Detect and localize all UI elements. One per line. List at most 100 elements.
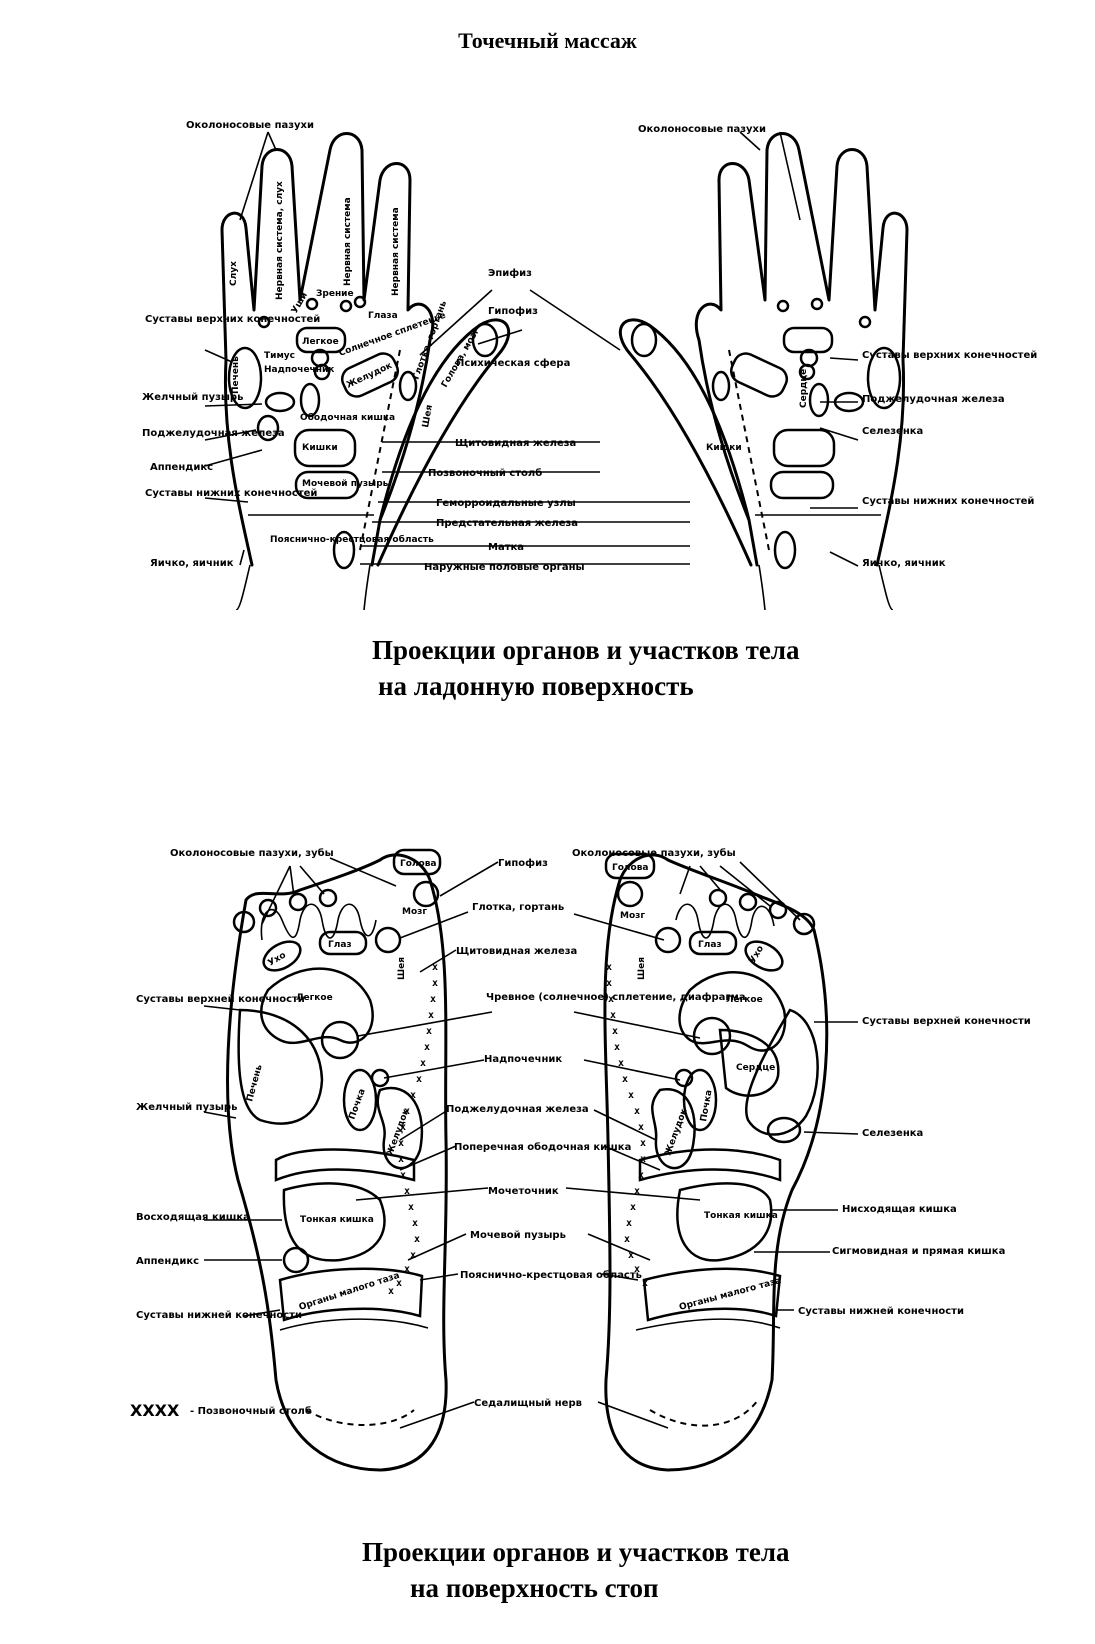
feet-right-lung-label: Легкое bbox=[726, 995, 763, 1005]
left-foot-toe-2 bbox=[258, 898, 278, 918]
feet-throat-label: Глотка, гортань bbox=[472, 902, 564, 913]
left-hand-outline bbox=[220, 132, 435, 567]
feet-diagram: xx xx xx xx xx xx xx xx xx xx xx bbox=[130, 847, 1031, 1472]
hands-diagram: Околоносовые пазухи Околоносовые пазухи … bbox=[142, 120, 1037, 610]
svg-text:x: x bbox=[630, 1202, 636, 1213]
left-foot-eye bbox=[318, 930, 368, 956]
feet-left-joints-upper-label: Суставы верхней конечности bbox=[136, 994, 305, 1005]
feet-right-small-intestine-label: Тонкая кишка bbox=[704, 1211, 778, 1221]
feet-left-ear-label: Ухо bbox=[267, 950, 288, 968]
svg-text:x: x bbox=[398, 1138, 404, 1149]
left-foot-toe-1 bbox=[232, 910, 256, 934]
feet-right-stomach-label: Желудок bbox=[663, 1107, 689, 1157]
left-intestine-organ bbox=[293, 428, 357, 468]
svg-text:x: x bbox=[410, 1250, 416, 1261]
feet-left-small-intestine-label: Тонкая кишка bbox=[300, 1215, 374, 1225]
left-foot-liver bbox=[237, 1008, 324, 1125]
feet-left-eye-label: Глаз bbox=[328, 940, 352, 950]
right-foot-head bbox=[604, 852, 656, 880]
left-gallbladder-organ bbox=[264, 391, 296, 413]
feet-left-gallbladder-label: Желчный пузырь bbox=[136, 1102, 237, 1113]
svg-text:x: x bbox=[626, 1218, 632, 1229]
feet-legend-marks: XXXX bbox=[130, 1401, 180, 1420]
feet-transverse-label: Поперечная ободочная кишка bbox=[454, 1141, 631, 1153]
page-title: Точечный массаж bbox=[458, 28, 637, 53]
hands-nervous-hearing-label: Нервная система, слух bbox=[275, 181, 285, 300]
feet-left-pelvis-label: Органы малого таза bbox=[298, 1271, 401, 1313]
svg-text:x: x bbox=[628, 1250, 634, 1261]
feet-left-lung-label: Легкое bbox=[296, 993, 333, 1003]
left-pancreas-organ bbox=[256, 414, 280, 442]
hands-spine-label: Позвоночный столб bbox=[428, 467, 542, 479]
svg-text:x: x bbox=[638, 1170, 644, 1181]
feet-right-heart-label: Сердце bbox=[736, 1063, 775, 1073]
feet-right-joints-upper-label: Суставы верхней конечности bbox=[862, 1016, 1031, 1027]
feet-caption-line2: на поверхность стоп bbox=[410, 1573, 659, 1603]
left-foot-appendix bbox=[282, 1246, 310, 1274]
hands-neck-label: Шея bbox=[421, 404, 435, 429]
left-thumb bbox=[376, 318, 511, 567]
svg-text:x: x bbox=[634, 1264, 640, 1275]
hands-sacral-label: Пояснично-крестцовая область bbox=[270, 534, 434, 545]
svg-text:x: x bbox=[622, 1074, 628, 1085]
hands-left-sinuses-label: Околоносовые пазухи bbox=[186, 120, 314, 131]
left-foot-ear bbox=[262, 940, 302, 972]
hands-right-ovaries-label: Яичко, яичник bbox=[862, 558, 946, 569]
hands-heart-label: Сердце bbox=[799, 369, 809, 408]
feet-left-joints-lower-label: Суставы нижней конечности bbox=[136, 1310, 302, 1321]
right-foot-colon bbox=[638, 1148, 782, 1182]
hands-adrenal-label: Надпочечник bbox=[264, 365, 334, 375]
svg-text:x: x bbox=[608, 994, 614, 1005]
feet-adrenal-label: Надпочечник bbox=[484, 1054, 562, 1065]
left-foot-brain bbox=[412, 880, 440, 908]
feet-left-sinuses-label: Околоносовые пазухи, зубы bbox=[170, 847, 334, 859]
left-foot-hypophysis bbox=[374, 926, 402, 954]
left-hand bbox=[220, 132, 511, 610]
svg-text:x: x bbox=[638, 1122, 644, 1133]
hands-leader-lines bbox=[204, 131, 859, 567]
svg-text:x: x bbox=[416, 1074, 422, 1085]
svg-text:x: x bbox=[432, 962, 438, 973]
feet-left-appendix-label: Аппендикс bbox=[136, 1256, 199, 1267]
hands-hypophysis-label: Гипофиз bbox=[488, 305, 538, 317]
feet-pancreas-label: Поджелудочная железа bbox=[446, 1104, 589, 1115]
feet-right-sigmoid-label: Сигмовидная и прямая кишка bbox=[832, 1246, 1005, 1257]
hands-right-sinuses-label: Околоносовые пазухи bbox=[638, 124, 766, 135]
feet-left-kidney-label: Почка bbox=[347, 1087, 367, 1121]
hands-thymus-label: Тимус bbox=[264, 351, 295, 361]
right-foot-hypophysis bbox=[654, 926, 682, 954]
left-foot-colon bbox=[274, 1148, 416, 1182]
right-foot-stomach bbox=[650, 1088, 696, 1170]
hands-colon-label: Ободочная кишка bbox=[300, 412, 395, 423]
hands-left-gallbladder-label: Желчный пузырь bbox=[142, 392, 243, 403]
right-foot-small-intestine bbox=[676, 1182, 773, 1262]
hands-nervous-label: Нервная система bbox=[343, 197, 353, 286]
svg-text:x: x bbox=[610, 1010, 616, 1021]
hands-bladder-label: Мочевой пузырь bbox=[302, 479, 389, 489]
right-foot-kidney bbox=[682, 1068, 718, 1132]
svg-text:x: x bbox=[634, 1106, 640, 1117]
hands-prostate-label: Предстательная железа bbox=[436, 518, 578, 529]
hands-uterus-label: Матка bbox=[488, 542, 524, 553]
feet-left-liver-label: Печень bbox=[245, 1063, 265, 1102]
svg-text:x: x bbox=[420, 1058, 426, 1069]
svg-text:x: x bbox=[404, 1106, 410, 1117]
hands-left-ovaries-label: Яичко, яичник bbox=[150, 558, 234, 569]
hands-left-joints-lower-label: Суставы нижних конечностей bbox=[145, 488, 317, 499]
svg-text:x: x bbox=[414, 1234, 420, 1245]
feet-right-head-label: Голова bbox=[612, 863, 648, 873]
feet-sacral-label: Пояснично-крестцовая область bbox=[460, 1269, 642, 1281]
svg-text:x: x bbox=[606, 962, 612, 973]
hands-right-pancreas-label: Поджелудочная железа bbox=[862, 394, 1005, 405]
svg-text:x: x bbox=[410, 1090, 416, 1101]
right-foot-eye bbox=[688, 930, 738, 956]
feet-caption: Проекции органов и участков тела на пове… bbox=[362, 1534, 790, 1606]
svg-text:x: x bbox=[432, 978, 438, 989]
right-foot-solar bbox=[692, 1016, 732, 1056]
svg-text:x: x bbox=[642, 1278, 648, 1289]
hands-caption-line2: на ладонную поверхность bbox=[378, 671, 694, 701]
hands-right-joints-upper-label: Суставы верхних конечностей bbox=[862, 350, 1037, 361]
feet-left-stomach-label: Желудок bbox=[385, 1107, 411, 1157]
hands-lung-label: Легкое bbox=[302, 337, 339, 347]
hands-thyroid-label: Щитовидная железа bbox=[455, 438, 576, 449]
